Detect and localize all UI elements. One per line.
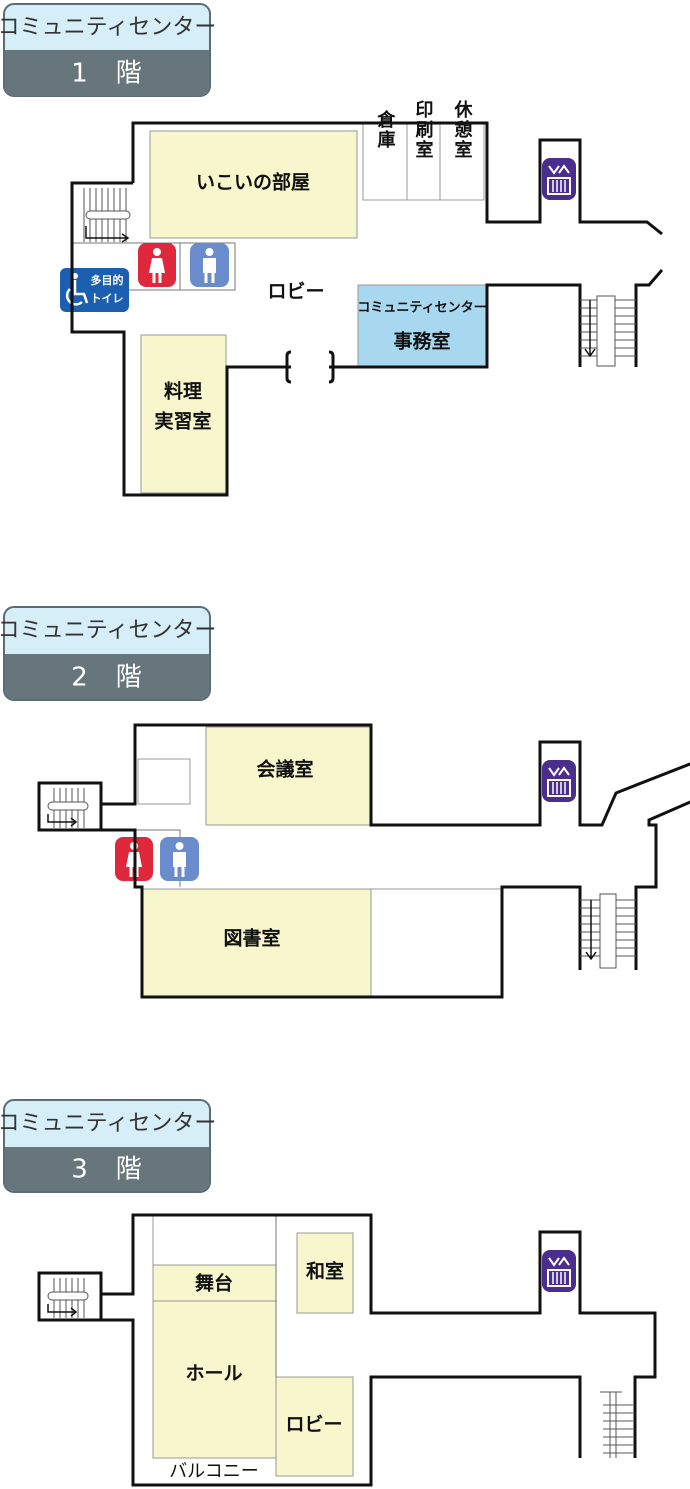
room-rest[interactable]: [439, 123, 485, 201]
lobby-label: ロビー: [267, 281, 324, 303]
accessible-toilet-icon: 多目的 トイレ: [60, 268, 129, 312]
stairs-icon: [600, 1391, 633, 1458]
room-rest-label: 休憩室: [452, 99, 474, 160]
room-print[interactable]: [406, 123, 441, 201]
elevator-icon[interactable]: [541, 1249, 577, 1293]
room-cooking-label-top: 料理: [164, 380, 202, 403]
room-office[interactable]: [357, 284, 488, 368]
svg-text:多目的: 多目的: [91, 273, 124, 287]
room-cooking-label-bottom: 実習室: [154, 410, 211, 433]
room-office-label-bottom: 事務室: [393, 330, 450, 353]
elevator-icon[interactable]: [541, 759, 577, 803]
floor-1-header: コミュニティセンター 1 階: [0, 3, 216, 97]
stairs-icon: [580, 893, 636, 969]
stairs-icon: [580, 295, 636, 367]
floor-label: 2 階: [71, 663, 143, 693]
room-ikoi-label: いこいの部屋: [196, 171, 310, 194]
room-cooking[interactable]: [140, 334, 227, 494]
svg-text:トイレ: トイレ: [91, 292, 124, 305]
stairs-icon: [83, 187, 131, 243]
building-name: コミュニティセンター: [0, 15, 216, 40]
floor-label: 1 階: [71, 59, 143, 89]
room-stage-label: 舞台: [195, 1272, 233, 1295]
building-name: コミュニティセンター: [0, 618, 216, 643]
stairs-icon: [47, 1278, 89, 1318]
inner-room: [137, 758, 191, 805]
room-lobby-label: ロビー: [285, 1414, 342, 1436]
floor-2: コミュニティセンター 2 階 会議室 図書室: [0, 606, 690, 999]
room-lobby[interactable]: [275, 1376, 354, 1477]
room-washitsu-label: 和室: [306, 1260, 344, 1283]
floor-3: コミュニティセンター 3 階 舞台 ホール 和室 ロビー バルコニー: [0, 1099, 657, 1487]
room-hall-label: ホール: [185, 1363, 242, 1385]
floor-3-header: コミュニティセンター 3 階: [0, 1099, 216, 1193]
male-toilet-icon: [158, 835, 201, 883]
room-office-label-top: コミュニティセンター: [357, 301, 486, 316]
building-name: コミュニティセンター: [0, 1111, 216, 1136]
balcony-label: バルコニー: [169, 1461, 259, 1482]
elevator-icon[interactable]: [541, 157, 577, 201]
floor-1: コミュニティセンター 1 階 いこいの部屋 倉庫 印刷室 休憩室 コミュニティセ…: [0, 3, 664, 497]
floor-2-header: コミュニティセンター 2 階: [0, 606, 216, 701]
female-toilet-icon: [136, 241, 178, 289]
male-toilet-icon: [188, 241, 231, 289]
room-ikoi[interactable]: [149, 130, 358, 239]
room-meeting-label: 会議室: [256, 758, 313, 781]
room-unlabeled: [370, 888, 503, 998]
floor-label: 3 階: [71, 1155, 143, 1185]
room-storage-label: 倉庫: [375, 109, 397, 150]
room-print-label: 印刷室: [413, 100, 434, 160]
room-library-label: 図書室: [223, 927, 280, 950]
stairs-icon: [47, 788, 89, 828]
backstage: [152, 1215, 277, 1266]
room-washitsu[interactable]: [296, 1232, 354, 1314]
room-meeting[interactable]: [205, 726, 371, 826]
